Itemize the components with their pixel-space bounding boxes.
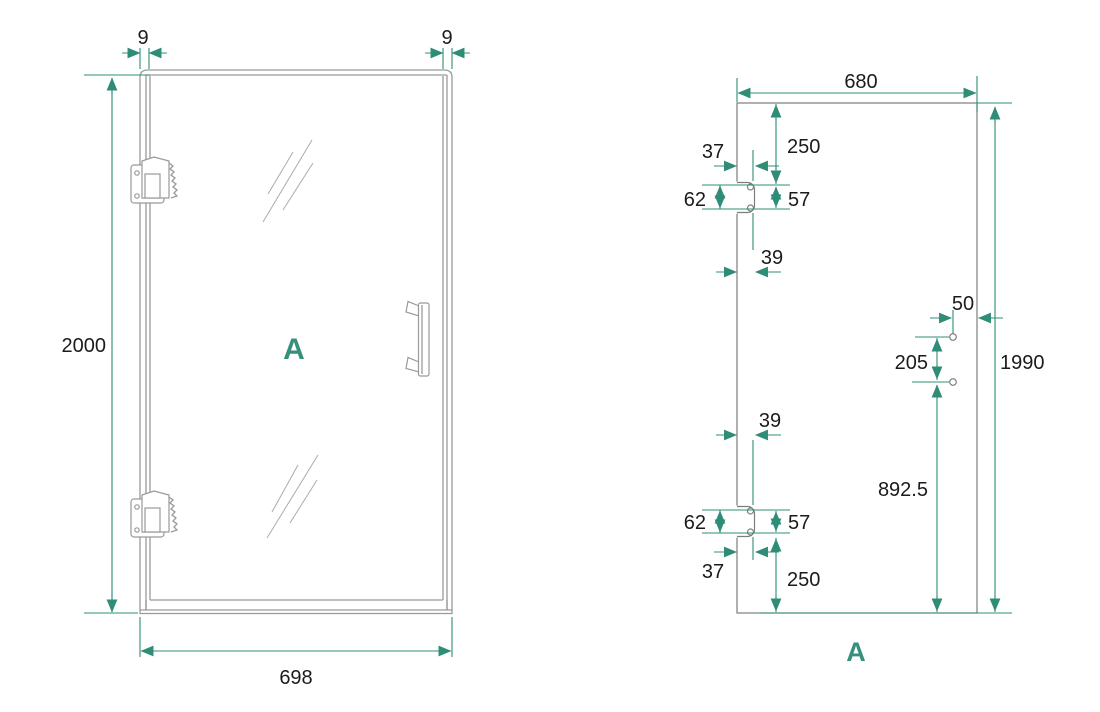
- dim-label: 57: [788, 189, 810, 211]
- handle-drill-holes: [949, 333, 957, 386]
- handle-hole-extension-lines: [912, 336, 949, 383]
- dim-label: 9: [441, 27, 452, 49]
- door-elevation-view: A 9 9 2000: [62, 27, 470, 689]
- dim-label: 9: [137, 27, 148, 49]
- dim-door-width-698: 698: [139, 617, 453, 689]
- dim-label: 62: [684, 189, 706, 211]
- glass-panel-view: 680 250 37 62: [684, 71, 1045, 667]
- dim-hinge-top-holes-57: 57: [770, 186, 810, 211]
- door-hinge-bottom-icon: [130, 490, 179, 538]
- glass-panel-outline: [736, 102, 978, 614]
- dim-frame-left-9: 9: [122, 27, 167, 69]
- dim-label: 680: [844, 71, 877, 93]
- dim-handle-holes-205: 205: [895, 338, 943, 380]
- hinge-top-extension-lines: [702, 184, 790, 210]
- dim-panel-height-1990: 1990: [760, 102, 1045, 614]
- dim-frame-right-9: 9: [425, 27, 470, 69]
- dim-label: 62: [684, 512, 706, 534]
- dim-label: 37: [702, 561, 724, 583]
- dim-hinge-bottom-holes-57: 57: [770, 511, 810, 534]
- dim-handle-offset-50: 50: [930, 293, 1003, 334]
- dim-bottom-to-hinge-250: 250: [770, 538, 820, 612]
- dim-hinge-top-offset-37: 37: [702, 141, 779, 181]
- dim-label: 39: [759, 410, 781, 432]
- door-hinge-top-icon: [130, 156, 179, 204]
- dim-hinge-top-notch-39: 39: [716, 213, 783, 278]
- door-handle-icon: [405, 300, 430, 377]
- hinge-bottom-extension-lines: [702, 509, 790, 560]
- dim-hinge-bottom-notch-39: 39: [716, 410, 781, 505]
- dim-label: 205: [895, 352, 928, 374]
- dim-hinge-top-height-62: 62: [684, 185, 726, 211]
- dim-label: 39: [761, 247, 783, 269]
- dim-label: 892.5: [878, 479, 928, 501]
- glass-reflection-marks: [262, 139, 319, 539]
- dim-label: 698: [279, 667, 312, 689]
- dim-handle-to-bottom-892-5: 892.5: [878, 384, 943, 612]
- dim-label: 250: [787, 136, 820, 158]
- dim-door-height-2000: 2000: [62, 74, 150, 614]
- door-view-label: A: [283, 333, 305, 366]
- dim-label: 37: [702, 141, 724, 163]
- dim-hinge-bottom-offset-37: 37: [702, 546, 779, 583]
- dim-label: 2000: [62, 335, 107, 357]
- dim-label: 250: [787, 569, 820, 591]
- panel-view-label: A: [846, 637, 866, 667]
- dim-top-to-hinge-250: 250: [770, 104, 820, 184]
- dim-label: 50: [952, 293, 974, 315]
- hinge-cutout-top: [735, 181, 756, 214]
- dim-panel-width-680: 680: [736, 71, 978, 112]
- dim-label: 1990: [1000, 352, 1045, 374]
- dim-hinge-bottom-height-62: 62: [684, 510, 726, 534]
- hinge-cutout-bottom: [735, 505, 756, 538]
- dim-label: 57: [788, 512, 810, 534]
